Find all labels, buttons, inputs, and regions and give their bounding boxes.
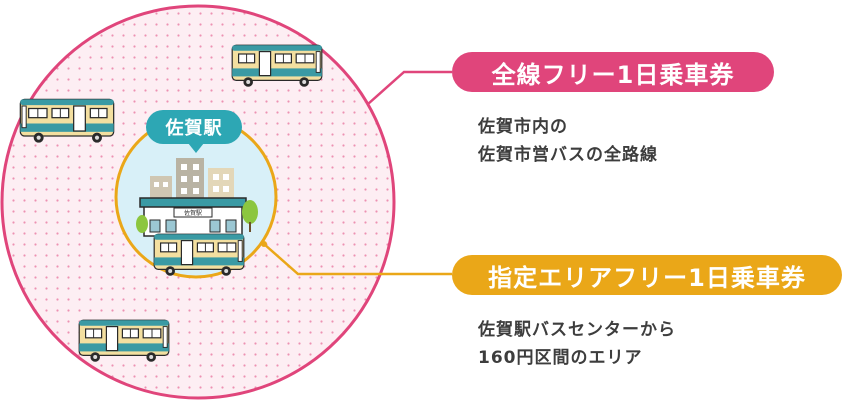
bus-icon (19, 98, 115, 144)
station-building-illustration: 佐賀駅 (136, 158, 258, 237)
designated-area-desc-line-1: 佐賀駅バスセンターから (478, 320, 676, 340)
all-lines-desc-line-2: 佐賀市営バスの全路線 (478, 145, 658, 165)
designated-area-pass-title: 指定エリアフリー1日乗車券 (452, 255, 842, 295)
station-label: 佐賀駅 (146, 110, 242, 144)
designated-area-pass-description: 佐賀駅バスセンターから 160円区間のエリア (478, 316, 676, 372)
bus-icon (153, 233, 245, 277)
bus-icon (231, 44, 323, 88)
all-lines-pass-description: 佐賀市内の 佐賀市営バスの全路線 (478, 113, 658, 169)
all-lines-connector (367, 70, 452, 105)
all-lines-pass-title: 全線フリー1日乗車券 (452, 52, 774, 92)
bus-icon (78, 319, 170, 363)
station-sign: 佐賀駅 (184, 209, 202, 217)
designated-area-connector (263, 243, 452, 276)
designated-area-desc-line-2: 160円区間のエリア (478, 348, 643, 368)
all-lines-desc-line-1: 佐賀市内の (478, 117, 568, 137)
